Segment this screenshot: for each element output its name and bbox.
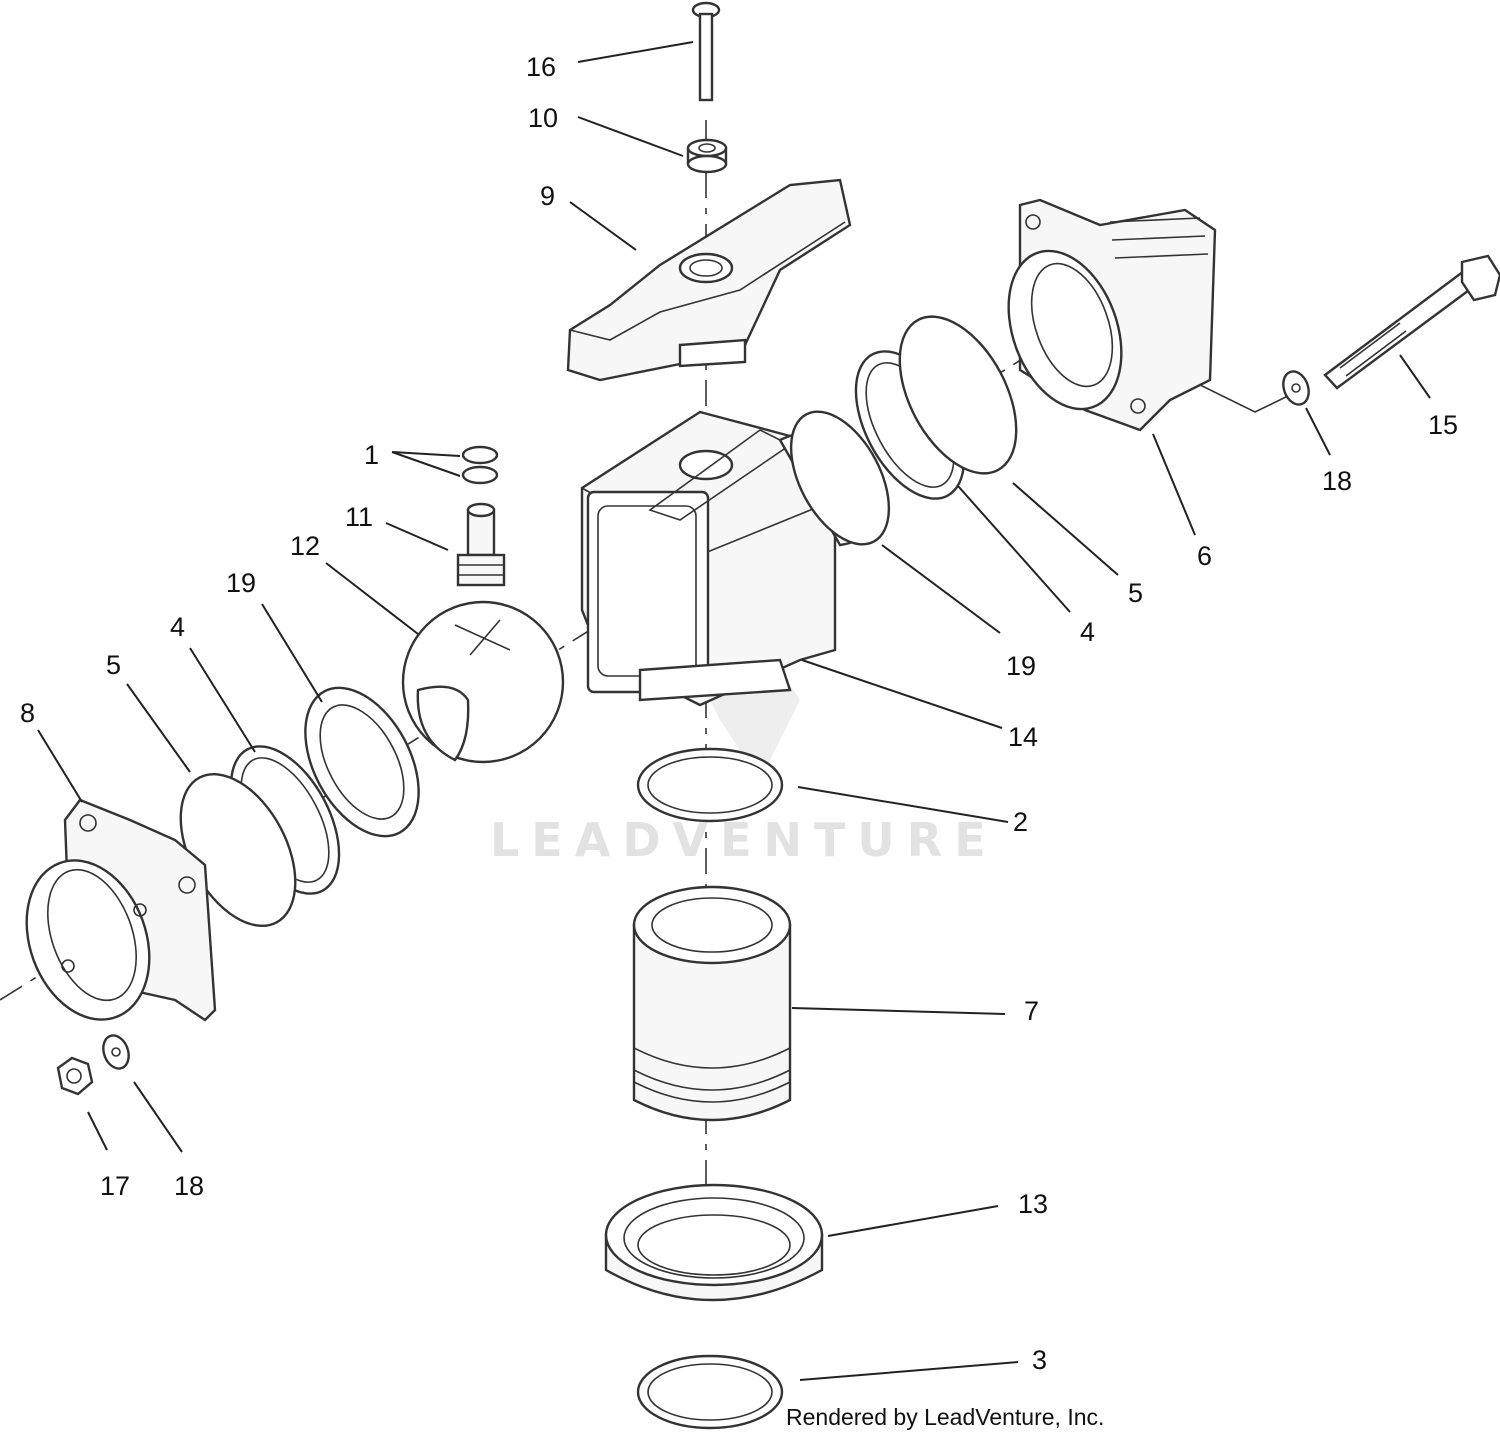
callout-3: 3 xyxy=(1032,1345,1047,1375)
part-13-coupling-nut xyxy=(604,1183,824,1302)
part-19-seat-left xyxy=(304,686,420,838)
part-18-washer-right xyxy=(1282,370,1310,406)
callout-labels: 1 11 12 19 4 5 8 16 10 9 6 15 18 5 4 19 … xyxy=(20,52,1458,1375)
callout-4-left: 4 xyxy=(170,612,185,642)
callout-15: 15 xyxy=(1428,410,1458,440)
callout-2: 2 xyxy=(1013,807,1028,837)
watermark-text: LEADVENTURE xyxy=(490,813,998,867)
part-11-stem xyxy=(456,502,506,587)
callout-1: 1 xyxy=(364,440,379,470)
callout-17: 17 xyxy=(100,1171,130,1201)
part-17-nut xyxy=(56,1056,94,1096)
callout-13: 13 xyxy=(1018,1189,1048,1219)
callout-18-left: 18 xyxy=(174,1171,204,1201)
callout-6: 6 xyxy=(1197,541,1212,571)
callout-9: 9 xyxy=(540,181,555,211)
credit-text: Rendered by LeadVenture, Inc. xyxy=(786,1404,1104,1430)
callout-5-right: 5 xyxy=(1128,578,1143,608)
part-9-handle xyxy=(566,178,852,382)
callout-14: 14 xyxy=(1008,722,1038,752)
callout-12: 12 xyxy=(290,531,320,561)
callout-18-right: 18 xyxy=(1322,466,1352,496)
part-5-o-ring-right xyxy=(898,315,1018,475)
callout-11: 11 xyxy=(345,502,373,532)
callout-7: 7 xyxy=(1024,996,1039,1026)
part-12-ball xyxy=(401,600,565,764)
part-18-washer-left xyxy=(102,1034,130,1070)
callout-5-left: 5 xyxy=(106,650,121,680)
callout-4-right: 4 xyxy=(1080,617,1095,647)
part-19-seat-right xyxy=(789,410,891,546)
callout-19-left: 19 xyxy=(226,568,256,598)
callout-8: 8 xyxy=(20,698,35,728)
part-7-adapter xyxy=(632,885,792,1122)
part-8-end-connector xyxy=(25,798,217,1022)
part-1-o-rings xyxy=(461,445,499,485)
leader-lines xyxy=(37,41,1431,1381)
callout-10: 10 xyxy=(528,103,558,133)
callout-19-right: 19 xyxy=(1006,651,1036,681)
part-2-o-ring xyxy=(636,747,784,823)
part-10-bushing xyxy=(686,138,728,174)
part-3-o-ring xyxy=(636,1354,784,1430)
part-6-threaded-connector xyxy=(1007,198,1217,432)
part-16-screw xyxy=(691,1,721,102)
part-15-bolt xyxy=(1323,254,1500,390)
callout-16: 16 xyxy=(526,52,556,82)
